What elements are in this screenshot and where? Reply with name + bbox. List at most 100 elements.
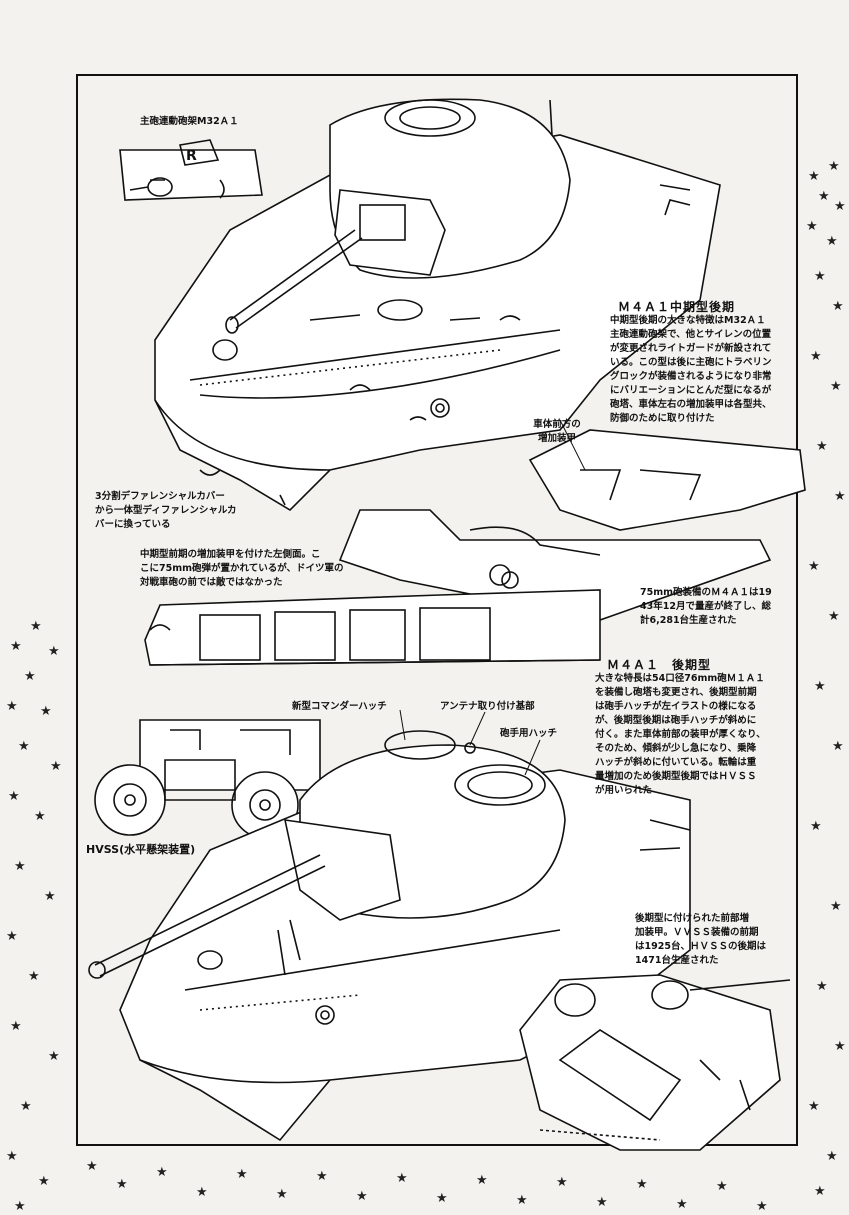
late-line: 量増加のため後期型後期ではＨＶＳＳ: [595, 771, 757, 782]
late-line: が、後期型後期は砲手ハッチが斜めに: [595, 715, 757, 726]
svg-text:★: ★: [18, 739, 30, 754]
svg-text:★: ★: [436, 1191, 448, 1206]
differential-line: 3分割デファレンシャルカバー: [95, 491, 225, 502]
late-line: 付く。また車体前部の装甲が厚くなり、: [595, 729, 766, 740]
mantlet-label: 主砲連動砲架M32Ａ１: [140, 116, 239, 127]
svg-text:★: ★: [808, 1099, 820, 1114]
late-line: そのため、傾斜が少し急になり、乗降: [595, 743, 757, 754]
late-line: を装備し砲塔も変更され、後期型前期: [595, 687, 757, 698]
svg-text:★: ★: [814, 679, 826, 694]
side-armor-caption: 中期型前期の増加装甲を付けた左側面。こ こに75mm砲弾が置かれているが、ドイツ…: [140, 548, 400, 590]
lower-tank-drawing: [88, 730, 691, 1142]
svg-text:R: R: [186, 148, 197, 164]
svg-text:★: ★: [116, 1177, 128, 1192]
svg-text:★: ★: [716, 1179, 728, 1194]
side-hull-drawing: [144, 429, 806, 666]
late-front-line: 加装甲。ＶＶＳＳ装備の前期: [635, 927, 759, 938]
svg-text:★: ★: [20, 1099, 32, 1114]
svg-text:★: ★: [814, 1184, 826, 1199]
star-border-bottom: ★★★★ ★★★★ ★★★★ ★★★★ ★★: [86, 1159, 768, 1214]
svg-text:★: ★: [24, 669, 36, 684]
production-75-line: 75mm砲装備のＭ４Ａ１は19: [640, 587, 772, 598]
svg-text:★: ★: [48, 644, 60, 659]
mantlet-drawing: R: [119, 139, 263, 201]
side-armor-line: 中期型前期の増加装甲を付けた左側面。こ: [140, 549, 321, 560]
svg-text:★: ★: [808, 559, 820, 574]
svg-text:★: ★: [40, 704, 52, 719]
svg-text:★: ★: [806, 219, 818, 234]
svg-text:★: ★: [156, 1165, 168, 1180]
svg-text:★: ★: [8, 789, 20, 804]
svg-text:★: ★: [6, 929, 18, 944]
svg-text:★: ★: [356, 1189, 368, 1204]
svg-text:★: ★: [828, 609, 840, 624]
mid-late-line: 防御のために取り付けた: [610, 413, 715, 424]
svg-text:★: ★: [30, 619, 42, 634]
svg-text:★: ★: [834, 489, 846, 504]
loader-hatch-label: 砲手用ハッチ: [500, 728, 558, 739]
mid-late-line: 砲塔、車体左右の増加装甲は各型共、: [610, 399, 772, 410]
differential-line: から一体型ディファレンシャルカ: [95, 505, 237, 516]
svg-text:★: ★: [396, 1171, 408, 1186]
svg-text:★: ★: [834, 1039, 846, 1054]
hvss-drawing: [94, 719, 321, 839]
svg-text:★: ★: [14, 1199, 26, 1214]
differential-cover-caption: 3分割デファレンシャルカバー から一体型ディファレンシャルカ バーに換っている: [95, 490, 295, 532]
svg-text:★: ★: [38, 1174, 50, 1189]
svg-text:★: ★: [50, 759, 62, 774]
svg-text:★: ★: [196, 1185, 208, 1200]
svg-text:★: ★: [86, 1159, 98, 1174]
late-section: Ｍ４Ａ１ 後期型 大きな特長は54口径76mm砲Ｍ１Ａ１ を装備し砲塔も変更され…: [595, 658, 790, 798]
upper-tank-drawing: [154, 98, 721, 512]
late-line: が用いられた: [595, 785, 653, 796]
svg-text:★: ★: [516, 1193, 528, 1208]
commander-hatch-label: 新型コマンダーハッチ: [292, 701, 387, 712]
side-armor-line: こに75mm砲弾が置かれているが、ドイツ軍の: [140, 563, 344, 574]
svg-text:★: ★: [236, 1167, 248, 1182]
svg-text:★: ★: [6, 1149, 18, 1164]
mid-late-line: にバリエーションにとんだ型になるが: [610, 385, 772, 396]
front-armor-line: 車体前方の: [533, 419, 581, 430]
svg-text:★: ★: [818, 189, 830, 204]
svg-text:★: ★: [636, 1177, 648, 1192]
svg-text:★: ★: [814, 269, 826, 284]
svg-text:★: ★: [48, 1049, 60, 1064]
late-front-line: 1471台生産された: [635, 955, 719, 966]
side-armor-line: 対戦車砲の前では敵ではなかった: [140, 577, 283, 588]
svg-text:★: ★: [14, 859, 26, 874]
antenna-base-label: アンテナ取り付け基部: [440, 701, 535, 712]
late-front-armor-drawing: [519, 974, 791, 1151]
svg-text:★: ★: [34, 809, 46, 824]
svg-text:★: ★: [816, 979, 828, 994]
svg-text:★: ★: [556, 1175, 568, 1190]
svg-text:★: ★: [826, 234, 838, 249]
mid-late-line: 主砲連動砲架で、他とサイレンの位置: [610, 329, 772, 340]
svg-text:★: ★: [676, 1197, 688, 1212]
svg-text:★: ★: [44, 889, 56, 904]
svg-text:★: ★: [6, 699, 18, 714]
differential-line: バーに換っている: [95, 519, 171, 530]
svg-text:★: ★: [316, 1169, 328, 1184]
svg-text:★: ★: [276, 1187, 288, 1202]
mid-late-line: が変更されライトガードが新設されて: [610, 343, 772, 354]
late-front-armor-caption: 後期型に付けられた前部増 加装甲。ＶＶＳＳ装備の前期 は1925台、ＨＶＳＳの後…: [635, 912, 795, 968]
svg-text:★: ★: [828, 159, 840, 174]
svg-text:★: ★: [10, 1019, 22, 1034]
svg-text:★: ★: [596, 1195, 608, 1210]
mid-late-line: 中期型後期の大きな特徴はM32Ａ１: [610, 315, 766, 326]
svg-text:★: ★: [810, 819, 822, 834]
mid-late-section: Ｍ４Ａ１中期型後期 中期型後期の大きな特徴はM32Ａ１ 主砲連動砲架で、他とサイ…: [610, 300, 790, 426]
svg-text:★: ★: [832, 299, 844, 314]
svg-text:★: ★: [832, 739, 844, 754]
svg-text:★: ★: [808, 169, 820, 184]
production-75-caption: 75mm砲装備のＭ４Ａ１は19 43年12月で量産が終了し、総 計6,281台生…: [640, 586, 790, 628]
svg-text:★: ★: [834, 199, 846, 214]
late-title: Ｍ４Ａ１ 後期型: [607, 658, 712, 672]
svg-text:★: ★: [826, 1149, 838, 1164]
production-75-line: 計6,281台生産された: [640, 615, 737, 626]
late-line: 大きな特長は54口径76mm砲Ｍ１Ａ１: [595, 673, 765, 684]
mid-late-line: いる。この型は後に主砲にトラベリン: [610, 357, 772, 368]
late-line: ハッチが斜めに付いている。転輪は重: [595, 757, 757, 768]
page-frame: [76, 74, 798, 1146]
